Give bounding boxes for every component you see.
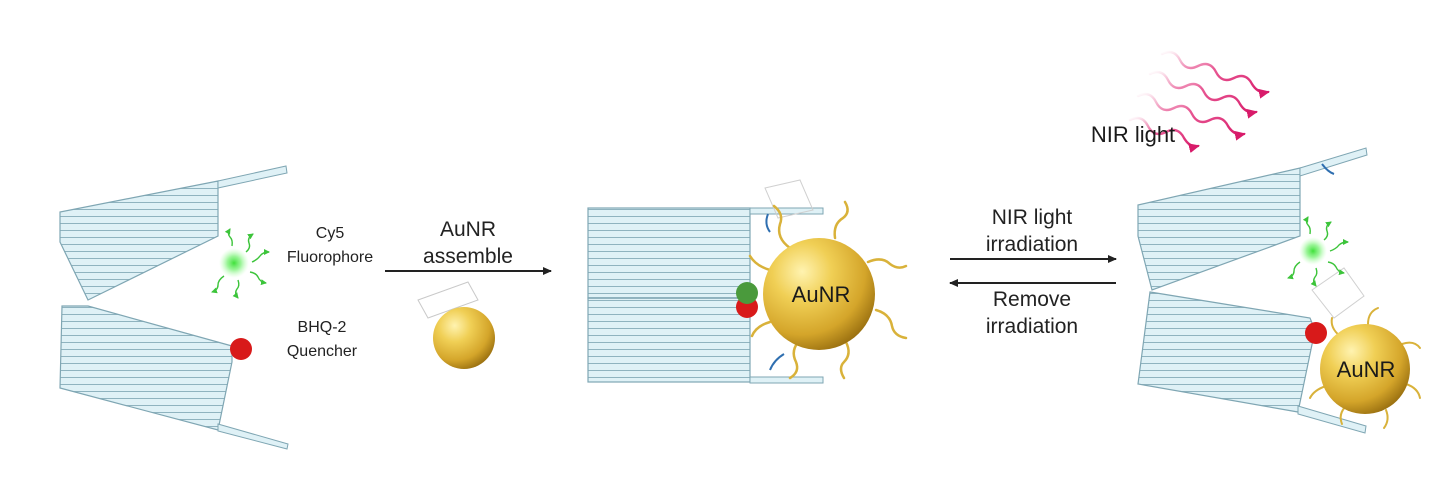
fluorophore-bead-center <box>736 282 758 304</box>
ligand-strands <box>748 200 908 380</box>
blue-strand-top <box>765 213 771 233</box>
quencher-bead-right <box>1305 322 1327 344</box>
origami-right-upper-lever <box>1299 147 1368 177</box>
linker-outline-center <box>764 179 814 219</box>
emission-arrows-right <box>1287 216 1349 287</box>
gold-sphere-free <box>433 307 495 369</box>
origami-closed-upper-arm <box>587 207 751 299</box>
origami-closed-lower-lever <box>749 376 824 384</box>
assemble-label-line1: AuNR <box>440 218 496 241</box>
origami-open-left <box>59 165 289 450</box>
free-gold-nanoparticle <box>417 281 495 369</box>
fluorophore-glow <box>219 248 249 278</box>
gold-sphere-right <box>1320 324 1410 414</box>
remove-label-line2: irradiation <box>986 315 1078 338</box>
origami-right-lower-arm <box>1137 291 1316 413</box>
quencher-bead <box>230 338 252 360</box>
fluorophore-label-line2: Fluorophore <box>287 249 373 266</box>
origami-closed-center <box>587 179 824 384</box>
origami-upper-arm <box>59 180 219 301</box>
nir-light-waves <box>1128 50 1270 154</box>
origami-closed-lower-arm <box>587 297 751 383</box>
irradiation-label-line2: irradiation <box>986 233 1078 256</box>
quencher-label-line1: BHQ-2 <box>298 319 347 336</box>
irradiation-label-line1: NIR light <box>992 206 1073 229</box>
gold-nanoparticle-center <box>736 200 908 380</box>
origami-lower-lever <box>217 423 289 450</box>
particle-label-center: AuNR <box>792 282 851 307</box>
blue-strand-right <box>1321 163 1335 175</box>
gold-sphere-center <box>763 238 875 350</box>
origami-upper-lever <box>217 165 288 189</box>
particle-label-right: AuNR <box>1337 357 1396 382</box>
fluorophore-label-line1: Cy5 <box>316 225 345 242</box>
gold-nanoparticle-right <box>1309 307 1421 429</box>
nir-light-label: NIR light <box>1091 122 1175 147</box>
origami-lower-arm <box>59 305 233 431</box>
linker-outline-right <box>1311 267 1365 319</box>
linker-outline <box>417 281 479 319</box>
origami-closed-upper-lever <box>749 207 824 215</box>
remove-label-line1: Remove <box>993 288 1071 311</box>
blue-strand-bottom <box>769 353 785 371</box>
fluorophore-glow-right <box>1299 237 1327 265</box>
quencher-label-line2: Quencher <box>287 343 358 360</box>
assemble-label-line2: assemble <box>423 245 513 268</box>
origami-right-lower-lever <box>1297 405 1367 434</box>
origami-open-right <box>1137 147 1368 434</box>
origami-right-upper-arm <box>1137 167 1301 291</box>
emission-arrows <box>211 228 270 299</box>
